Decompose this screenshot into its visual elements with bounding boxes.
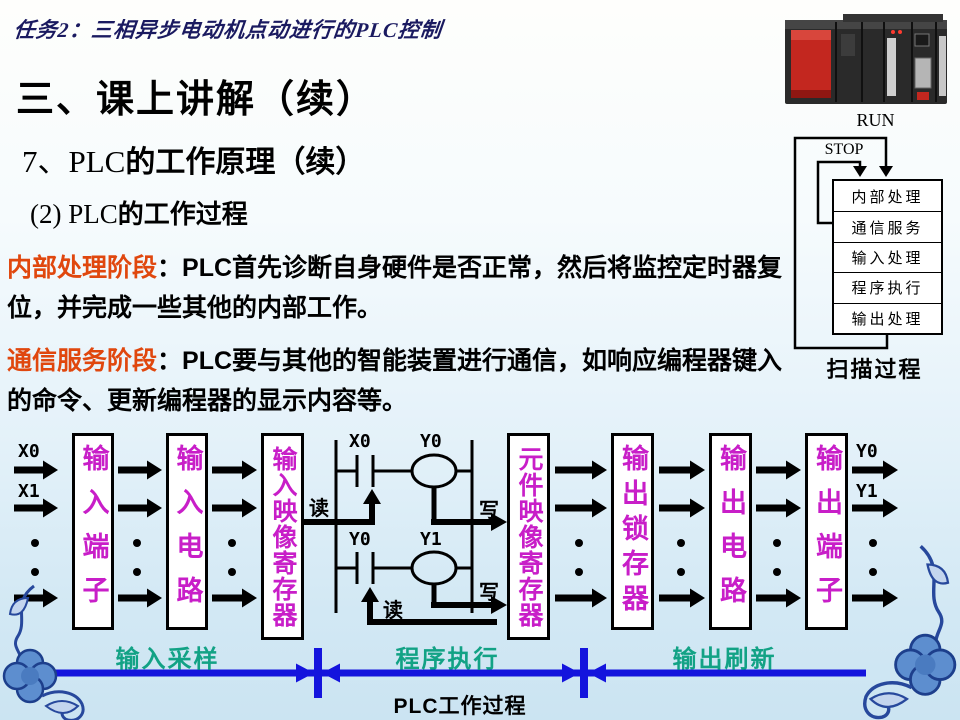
ladder-coil2-label: Y1 bbox=[420, 529, 442, 550]
corner-ornament-right bbox=[863, 545, 957, 720]
stop-label: STOP bbox=[824, 141, 864, 158]
plc-photo bbox=[785, 14, 947, 104]
subsection-heading-rest: 的工作过程 bbox=[117, 199, 248, 229]
box-label: 输出电路 bbox=[716, 443, 746, 620]
phase-input-sampling: 输入采样 bbox=[115, 646, 220, 673]
output-signal-y0: Y0 bbox=[856, 441, 878, 462]
subsection-heading: (2) PLC的工作过程 bbox=[30, 194, 248, 231]
scan-step-program: 程序执行 bbox=[834, 272, 941, 302]
subsection-heading-prefix: (2) PLC bbox=[30, 199, 118, 229]
run-label: RUN bbox=[856, 110, 895, 130]
page-title: 三、课上讲解（续） bbox=[16, 79, 377, 121]
paragraph-text: ：PLC要与其他的智能装置进行通信，如响应编程器键入 bbox=[157, 347, 783, 375]
paragraph-line: 内部处理阶段：PLC首先诊断自身硬件是否正常，然后将监控定时器复 bbox=[7, 248, 782, 288]
diagram-caption: PLC工作过程 bbox=[393, 695, 527, 718]
ladder-contact1-label: X0 bbox=[349, 431, 371, 452]
paragraph-line: 通信服务阶段：PLC要与其他的智能装置进行通信，如响应编程器键入 bbox=[7, 341, 782, 381]
box-label: 输出端子 bbox=[812, 443, 842, 620]
box-label: 元件映像寄存器 bbox=[515, 445, 543, 628]
paragraph-text: ：PLC首先诊断自身硬件是否正常，然后将监控定时器复 bbox=[157, 254, 783, 282]
read-label-2: 读 bbox=[383, 600, 403, 622]
ladder-contact2-label: Y0 bbox=[349, 529, 371, 550]
read-label-1: 读 bbox=[309, 498, 329, 520]
box-input-terminal: 输入端子 bbox=[72, 433, 114, 630]
scan-loop-lines bbox=[793, 136, 893, 350]
scan-steps-box: 内部处理 通信服务 输入处理 程序执行 输出处理 bbox=[832, 179, 943, 335]
phase-output-refresh: 输出刷新 bbox=[672, 646, 777, 673]
course-header: 任务2：三相异步电动机点动进行的PLC控制 bbox=[12, 18, 444, 42]
box-input-image-register: 输入映像寄存器 bbox=[261, 433, 304, 640]
stage-label: 通信服务阶段 bbox=[7, 347, 158, 375]
box-input-circuit: 输入电路 bbox=[166, 433, 208, 630]
output-signal-y1: Y1 bbox=[856, 481, 878, 502]
box-label: 输入端子 bbox=[78, 443, 109, 620]
write-label-1: 写 bbox=[479, 500, 499, 522]
scan-step-input: 输入处理 bbox=[834, 241, 941, 272]
scan-caption: 扫描过程 bbox=[826, 357, 923, 382]
io-flow-graphics bbox=[14, 440, 898, 698]
section-heading-rest: 的工作原理（续） bbox=[125, 146, 366, 179]
input-signal-x0: X0 bbox=[18, 441, 40, 462]
paragraph-internal-processing: 内部处理阶段：PLC首先诊断自身硬件是否正常，然后将监控定时器复 位，并完成一些… bbox=[7, 248, 782, 328]
scan-step-comm: 通信服务 bbox=[834, 211, 941, 241]
box-output-latch: 输出锁存器 bbox=[611, 433, 654, 630]
paragraph-text: 位，并完成一些其他的内部工作。 bbox=[7, 294, 383, 322]
section-heading-prefix: 7、PLC bbox=[22, 144, 126, 179]
scan-step-output: 输出处理 bbox=[834, 302, 941, 333]
scan-step-internal: 内部处理 bbox=[851, 189, 924, 206]
box-label: 输入映像寄存器 bbox=[269, 445, 297, 628]
phase-program-execution: 程序执行 bbox=[395, 646, 500, 673]
box-output-terminal: 输出端子 bbox=[805, 433, 848, 630]
box-output-circuit: 输出电路 bbox=[709, 433, 752, 630]
paragraph-communication-service: 通信服务阶段：PLC要与其他的智能装置进行通信，如响应编程器键入 的命令、更新编… bbox=[7, 341, 782, 421]
paragraph-text: 的命令、更新编程器的显示内容等。 bbox=[7, 387, 408, 415]
stage-label: 内部处理阶段 bbox=[7, 254, 158, 282]
ladder-coil1-label: Y0 bbox=[420, 431, 442, 452]
write-label-2: 写 bbox=[479, 582, 499, 604]
box-element-image-register: 元件映像寄存器 bbox=[507, 433, 550, 640]
box-label: 输出锁存器 bbox=[618, 444, 648, 619]
input-signal-x1: X1 bbox=[18, 481, 40, 502]
box-label: 输入电路 bbox=[172, 443, 203, 620]
corner-ornament-left bbox=[2, 584, 85, 720]
section-heading: 7、PLC的工作原理（续） bbox=[22, 136, 365, 181]
